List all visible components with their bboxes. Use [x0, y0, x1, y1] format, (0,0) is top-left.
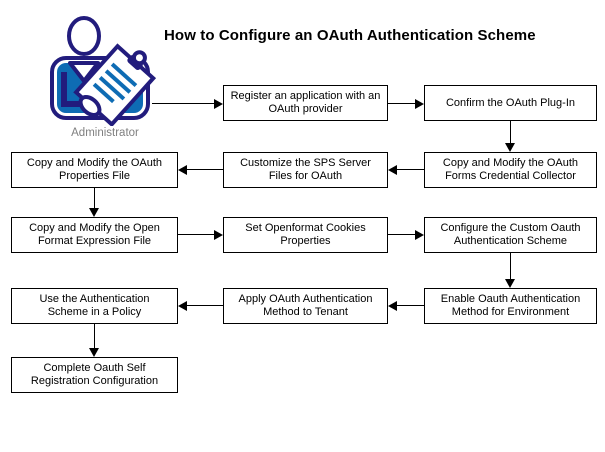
arrow-step10-to-step11-head [178, 301, 187, 311]
arrow-step5-to-step6-head [89, 208, 99, 217]
arrow-step6-to-step7-head [214, 230, 223, 240]
arrow-step4-to-step5-head [178, 165, 187, 175]
arrow-step2-to-step3-head [505, 143, 515, 152]
arrow-step11-to-step12-line [94, 324, 95, 348]
step-box-complete-self-registration: Complete Oauth Self Registration Configu… [11, 357, 178, 393]
step-box-oauth-properties-file: Copy and Modify the OAuth Properties Fil… [11, 152, 178, 188]
arrow-step7-to-step8-line [388, 234, 415, 235]
arrow-step1-to-step2-line [388, 103, 415, 104]
step-box-open-format-expression-file: Copy and Modify the Open Format Expressi… [11, 217, 178, 253]
step-box-customize-sps-files: Customize the SPS Server Files for OAuth [223, 152, 388, 188]
arrow-step5-to-step6-line [94, 188, 95, 208]
arrow-step8-to-step9-line [510, 253, 511, 279]
step-box-openformat-cookies: Set Openformat Cookies Properties [223, 217, 388, 253]
step-box-register-application: Register an application with an OAuth pr… [223, 85, 388, 121]
step-box-apply-oauth-tenant: Apply OAuth Authentication Method to Ten… [223, 288, 388, 324]
administrator-clipboard-icon [50, 16, 157, 126]
step-box-custom-oauth-scheme: Configure the Custom Oauth Authenticatio… [424, 217, 597, 253]
arrow-step4-to-step5-line [187, 169, 223, 170]
step-box-enable-oauth-method: Enable Oauth Authentication Method for E… [424, 288, 597, 324]
arrow-step11-to-step12-head [89, 348, 99, 357]
arrow-step3-to-step4-line [397, 169, 424, 170]
arrow-step9-to-step10-line [397, 305, 424, 306]
step-box-forms-credential-collector: Copy and Modify the OAuth Forms Credenti… [424, 152, 597, 188]
arrow-step2-to-step3-line [510, 121, 511, 143]
diagram-title: How to Configure an OAuth Authentication… [164, 27, 536, 44]
step-box-confirm-plugin: Confirm the OAuth Plug-In [424, 85, 597, 121]
arrow-step10-to-step11-line [187, 305, 223, 306]
step-box-use-scheme-policy: Use the Authentication Scheme in a Polic… [11, 288, 178, 324]
arrow-step3-to-step4-head [388, 165, 397, 175]
arrow-step9-to-step10-head [388, 301, 397, 311]
arrow-step8-to-step9-head [505, 279, 515, 288]
arrow-admin-to-step1-line [152, 103, 214, 104]
arrow-step7-to-step8-head [415, 230, 424, 240]
arrow-step1-to-step2-head [415, 99, 424, 109]
arrow-step6-to-step7-line [178, 234, 214, 235]
arrow-admin-to-step1-head [214, 99, 223, 109]
administrator-label: Administrator [71, 127, 139, 139]
